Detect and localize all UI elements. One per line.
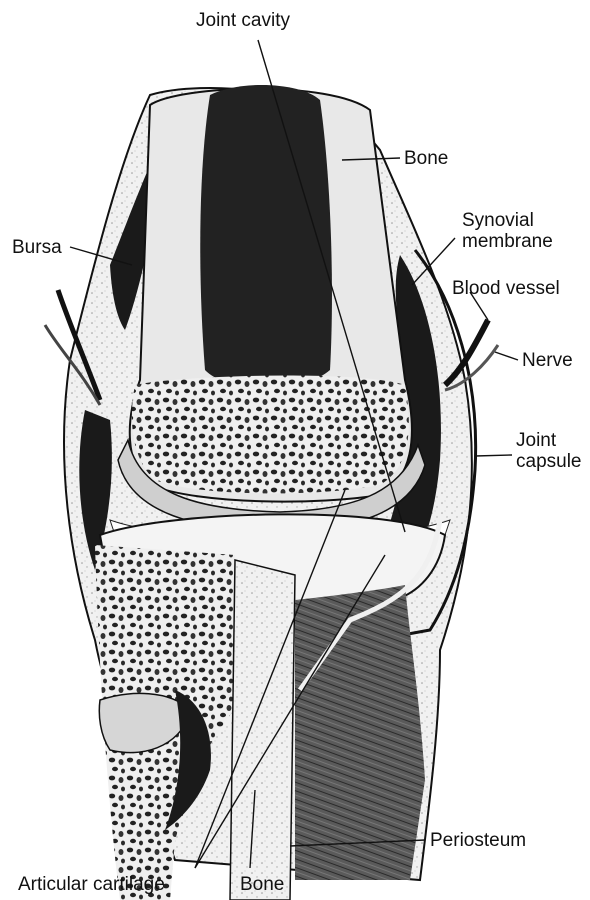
lower-bone-column bbox=[230, 560, 295, 900]
lower-right-tissue bbox=[295, 585, 425, 880]
label-synovial-line1: Synovial bbox=[462, 210, 553, 231]
label-joint-cavity: Joint cavity bbox=[196, 10, 290, 31]
label-bone-top: Bone bbox=[404, 148, 448, 169]
label-blood-vessel: Blood vessel bbox=[452, 278, 560, 299]
upper-spongy-bone bbox=[132, 376, 409, 494]
leader-joint-capsule bbox=[475, 455, 512, 456]
label-joint-capsule-line1: Joint bbox=[516, 430, 582, 451]
label-joint-capsule-line2: capsule bbox=[516, 451, 582, 472]
label-joint-capsule: Joint capsule bbox=[516, 430, 582, 472]
marrow-cavity bbox=[200, 85, 332, 389]
label-nerve: Nerve bbox=[522, 350, 573, 371]
label-synovial-line2: membrane bbox=[462, 231, 553, 252]
label-articular-cartilage: Articular cartilage bbox=[18, 874, 165, 895]
label-synovial-membrane: Synovial membrane bbox=[462, 210, 553, 252]
leader-nerve bbox=[495, 352, 518, 360]
label-bone-bottom: Bone bbox=[240, 874, 284, 895]
label-bursa: Bursa bbox=[12, 237, 62, 258]
label-periosteum: Periosteum bbox=[430, 830, 526, 851]
